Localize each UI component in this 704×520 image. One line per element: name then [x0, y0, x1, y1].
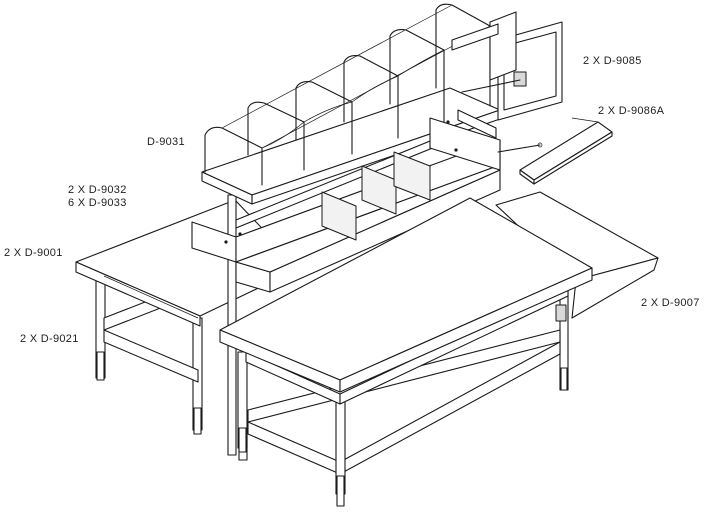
label-monitor-arm: 2 X D-9085 — [583, 55, 642, 67]
upper-divider-3 — [295, 81, 353, 155]
monitor-bracket-top — [451, 23, 499, 51]
monitor-back-inner — [503, 31, 557, 111]
side-extension — [495, 191, 659, 391]
keyboard-tray-front — [533, 131, 613, 185]
bin-screw-1 — [446, 120, 450, 124]
bin-right-lip — [457, 109, 497, 139]
label-bins-line2: 6 X D-9033 — [68, 197, 127, 209]
keyboard-tray-rail — [571, 117, 599, 123]
bin-screw-4 — [224, 240, 228, 244]
label-bins-line1: 2 X D-9032 — [68, 184, 127, 196]
label-side-extension: 2 X D-9007 — [641, 297, 700, 309]
upper-panel-curve-4 — [397, 49, 445, 77]
bin-divider-3 — [393, 151, 431, 201]
bin-screw-3 — [238, 232, 242, 236]
bin-shelf-assembly — [191, 109, 501, 293]
front-table-leg-front-foot — [336, 475, 345, 507]
front-lower-shelf-front — [247, 421, 341, 475]
keyboard-tray-top — [519, 121, 613, 181]
front-table-top-edge-right — [339, 267, 593, 393]
label-upper-shelf: D-9031 — [147, 136, 185, 148]
monitor-assembly — [451, 11, 563, 121]
back-apron-line — [103, 275, 199, 319]
upper-divider-5 — [389, 29, 445, 123]
keyboard-arm — [497, 144, 541, 153]
front-table-leg-left-foot — [238, 427, 247, 453]
back-table — [75, 199, 301, 435]
side-leg-foot — [560, 367, 568, 391]
bin-divider-2 — [361, 165, 397, 215]
upper-divider-4 — [343, 55, 399, 139]
monitor-side — [489, 11, 517, 81]
upper-divider-2 — [247, 101, 305, 171]
label-lower-shelf: 2 X D-9021 — [20, 333, 79, 345]
side-extension-bracket — [571, 257, 659, 319]
back-table-leg-foot-right — [193, 407, 202, 435]
label-table: 2 X D-9001 — [4, 247, 63, 259]
front-table — [219, 197, 593, 507]
side-clamp — [555, 304, 567, 322]
upper-panel-curve-3 — [351, 75, 399, 103]
back-table-top-edge — [75, 261, 201, 327]
upper-panel-curve-2 — [303, 101, 353, 123]
monitor-vesa-plate — [513, 71, 527, 87]
monitor-arm — [461, 79, 521, 93]
back-lower-shelf-front — [103, 329, 199, 383]
back-table-leg-foot — [96, 351, 105, 381]
bin-divider-1 — [321, 191, 357, 241]
keyboard-tray-assembly — [497, 117, 613, 185]
upper-divider-1 — [204, 126, 263, 186]
bin-screw-2 — [454, 148, 458, 152]
bin-right-end — [429, 117, 501, 171]
upper-back-rail — [221, 4, 453, 129]
upper-panel-curve-1 — [261, 121, 305, 149]
label-keyboard-tray: 2 X D-9086A — [598, 105, 665, 117]
